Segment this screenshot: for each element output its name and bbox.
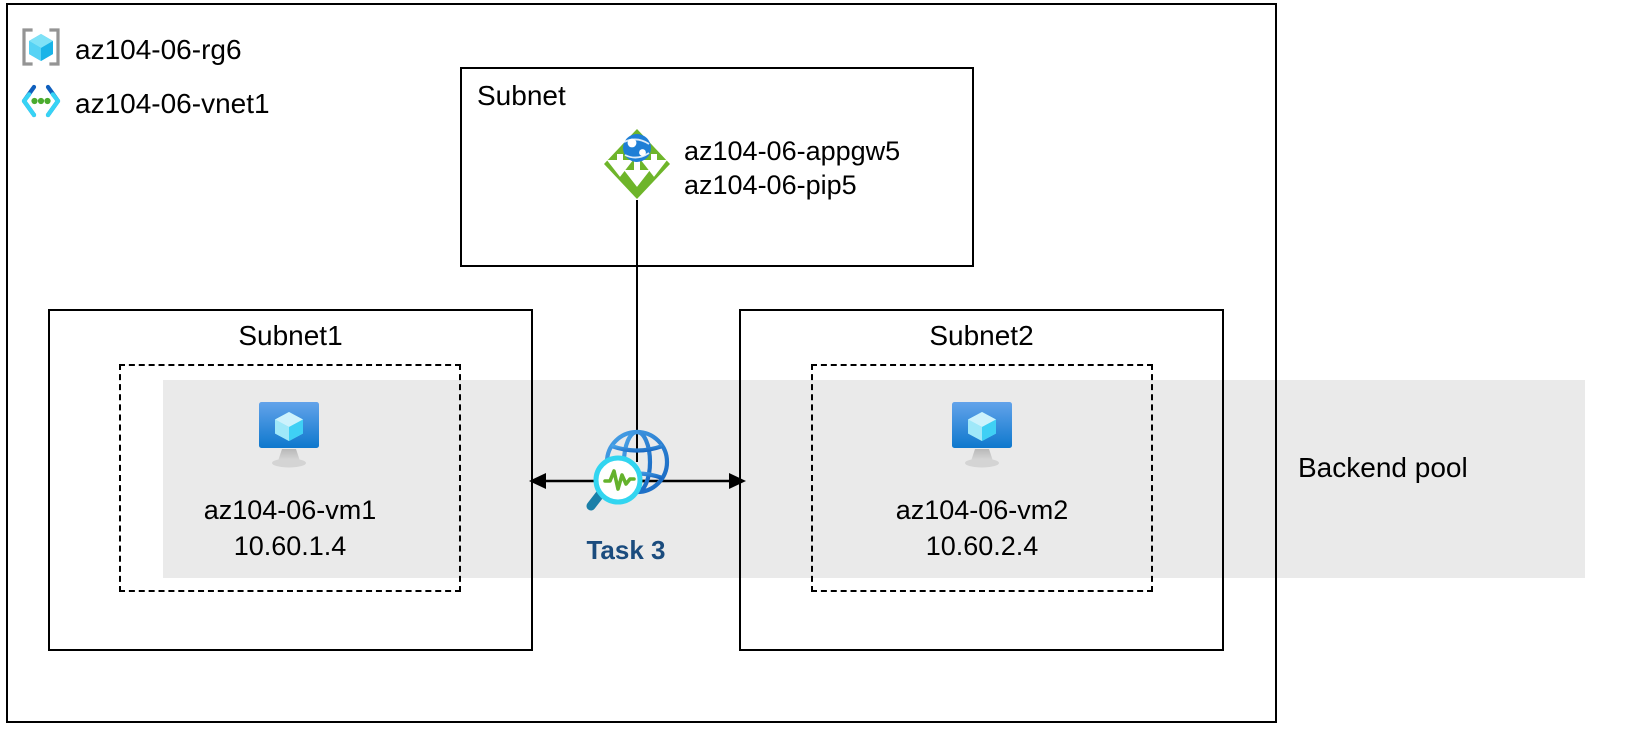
vnet-right-border-overlay xyxy=(1275,380,1277,578)
backend-pool-label: Backend pool xyxy=(1298,452,1468,483)
subnet2-title: Subnet2 xyxy=(929,320,1034,351)
subnet2-backend-group xyxy=(811,364,1153,592)
gateway-subnet-container xyxy=(460,67,974,267)
gateway-to-watcher-connector xyxy=(636,200,638,462)
vm1-ip: 10.60.1.4 xyxy=(233,531,347,561)
task-3-label: Task 3 xyxy=(586,535,666,565)
gateway-subnet-title: Subnet xyxy=(477,80,566,111)
vm2-name: az104-06-vm2 xyxy=(895,495,1069,525)
vnet-left-border-overlay xyxy=(6,380,8,578)
vnet-container xyxy=(6,3,1277,723)
resource-group-icon xyxy=(20,26,62,73)
application-gateway-icon xyxy=(600,124,674,207)
legend-label-virtual-network: az104-06-vnet1 xyxy=(75,87,270,119)
subnet1-title: Subnet1 xyxy=(238,320,343,351)
legend-item-resource-group: az104-06-rg6 xyxy=(20,26,242,73)
legend-item-virtual-network: az104-06-vnet1 xyxy=(20,84,270,123)
application-gateway-label-line2: az104-06-pip5 xyxy=(684,170,857,200)
virtual-machine-icon xyxy=(251,400,327,477)
application-gateway-label-line1: az104-06-appgw5 xyxy=(684,136,901,166)
legend-label-resource-group: az104-06-rg6 xyxy=(75,33,242,65)
vm2-ip: 10.60.2.4 xyxy=(925,531,1039,561)
virtual-network-icon xyxy=(20,84,62,123)
subnet1-backend-group xyxy=(119,364,461,592)
network-watcher-icon xyxy=(578,424,674,527)
backend-pool-band xyxy=(163,380,1585,578)
virtual-machine-icon xyxy=(944,400,1020,477)
vm1-name: az104-06-vm1 xyxy=(203,495,377,525)
